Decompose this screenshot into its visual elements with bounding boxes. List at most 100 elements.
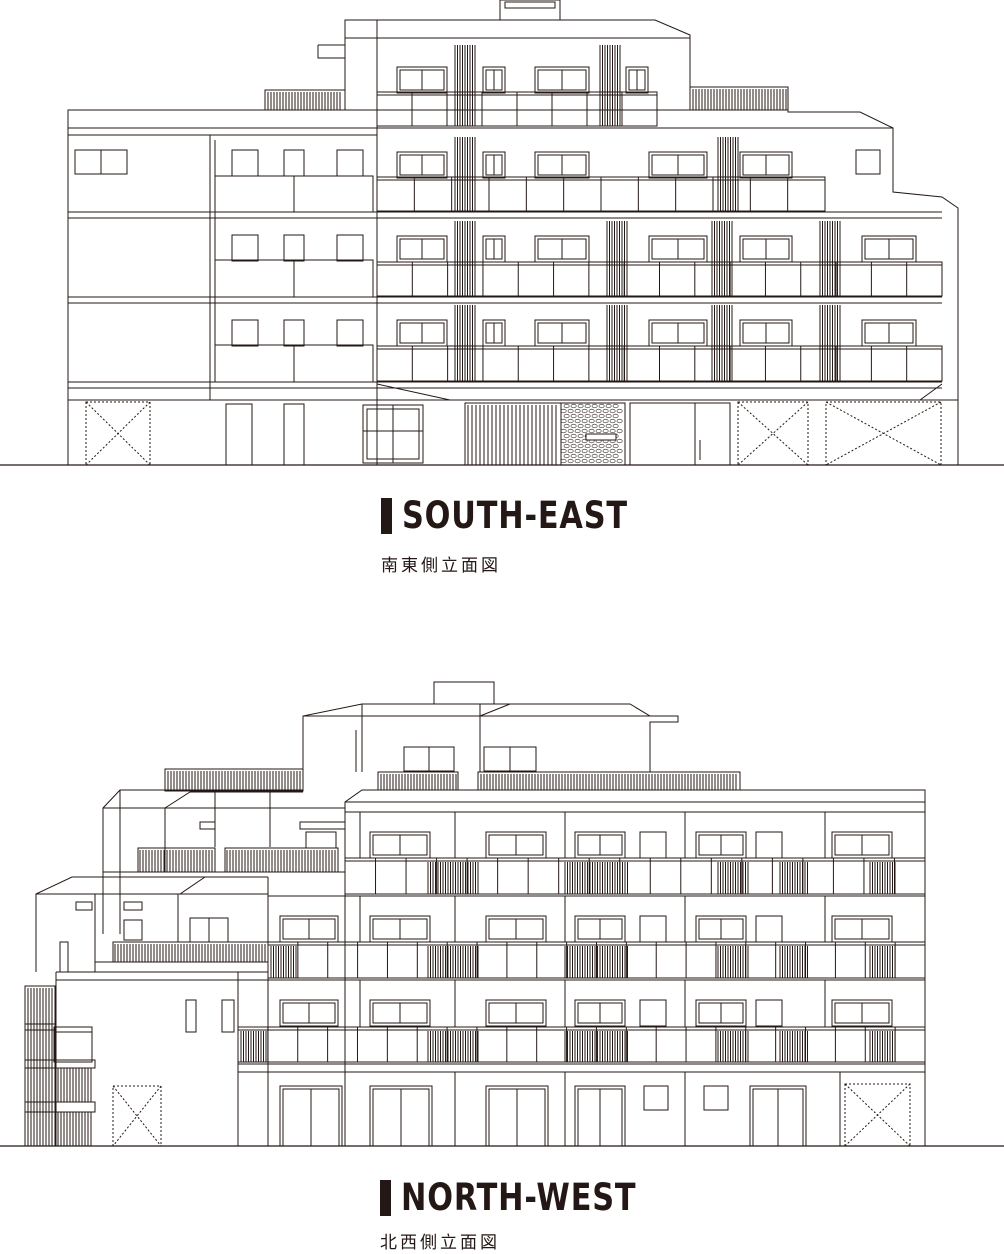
se-stone-pebble <box>564 404 569 408</box>
se-service-box-right <box>826 402 941 465</box>
se-stone-pebble <box>568 439 573 443</box>
se-stone-pebble <box>613 424 618 428</box>
se-stone-pebble <box>599 404 604 408</box>
se-left-window <box>337 320 363 346</box>
se-stone-pebble <box>599 424 604 428</box>
se-stone-pebble <box>589 459 594 463</box>
nw-ground-window <box>644 1086 668 1110</box>
se-stone-pebble <box>564 444 569 448</box>
se-left-units <box>215 150 373 382</box>
se-left-window <box>284 150 304 176</box>
se-window <box>397 152 447 178</box>
se-stone-pebble <box>568 459 573 463</box>
se-ground-floor <box>68 384 958 465</box>
se-stone-pebble <box>606 424 611 428</box>
se-stone-pebble <box>585 454 590 458</box>
se-stone-pebble <box>582 449 587 453</box>
nw-left-louver <box>25 986 95 1146</box>
se-roof-railing-right <box>690 87 788 110</box>
se-stone-pebble <box>564 454 569 458</box>
se-stone-pebble <box>578 434 583 438</box>
se-stone-pebble <box>589 449 594 453</box>
se-stone-pebble <box>610 429 615 433</box>
se-stone-pebble <box>575 429 580 433</box>
se-stone-pebble <box>571 434 576 438</box>
se-stone-pebble <box>578 454 583 458</box>
se-window-small <box>626 67 648 93</box>
se-stone-pebble <box>589 419 594 423</box>
se-stone-pebble <box>603 459 608 463</box>
se-title-bar <box>381 497 392 534</box>
se-stone-pebble <box>561 459 566 463</box>
se-stone-pebble <box>582 419 587 423</box>
se-window-small <box>483 152 505 178</box>
se-stone-pebble <box>606 454 611 458</box>
se-window <box>535 152 589 178</box>
south-east-elevation-drawing <box>0 0 1004 470</box>
se-stone-pebble <box>599 454 604 458</box>
se-penthouse-outline <box>345 20 690 110</box>
nw-roof-railings <box>165 769 740 791</box>
se-stone-pebble <box>603 419 608 423</box>
nw-title-block: NORTH-WEST <box>380 1176 688 1219</box>
se-stone-pebble <box>571 414 576 418</box>
se-stone-pebble <box>606 414 611 418</box>
se-stone-pebble <box>592 404 597 408</box>
se-stone-pebble <box>589 409 594 413</box>
se-stone-pebble <box>561 429 566 433</box>
se-roof-box <box>500 0 560 20</box>
nw-balcony <box>345 858 925 894</box>
se-stone-pebble <box>589 429 594 433</box>
se-stone-pebble <box>592 424 597 428</box>
nw-window-small <box>640 1000 666 1026</box>
se-left-window <box>284 320 304 346</box>
se-stone-pebble <box>564 424 569 428</box>
nw-subtitle: 北西側立面図 <box>380 1233 500 1253</box>
nw-ground-floor <box>113 1072 925 1146</box>
se-stone-pebble <box>571 424 576 428</box>
se-stone-pebble <box>603 429 608 433</box>
se-stone-pebble <box>596 409 601 413</box>
se-left-window <box>284 235 304 261</box>
se-stone-pebble <box>592 454 597 458</box>
se-stone-pebble <box>561 419 566 423</box>
se-stone-pebble <box>617 429 622 433</box>
nw-roof-box <box>434 682 494 704</box>
se-stone-pebble <box>568 429 573 433</box>
se-stone-pebble <box>571 454 576 458</box>
nw-penthouse-outline <box>303 704 678 772</box>
se-stone-pebble <box>610 419 615 423</box>
se-stone-pebble <box>613 414 618 418</box>
nw-window <box>370 1000 430 1026</box>
se-stone-pebble <box>599 444 604 448</box>
se-stone-pebble <box>564 434 569 438</box>
nw-window <box>696 1000 746 1026</box>
nw-window <box>832 1000 892 1026</box>
se-left-window <box>232 235 258 261</box>
nw-window <box>280 1000 338 1026</box>
nw-floor-balconies <box>238 812 925 1064</box>
se-title: SOUTH-EAST <box>402 494 628 537</box>
se-subtitle: 南東側立面図 <box>381 556 501 576</box>
nw-title: NORTH-WEST <box>401 1176 637 1219</box>
se-stone-pebble <box>561 439 566 443</box>
se-stone-pebble <box>613 444 618 448</box>
nw-service-box-right <box>845 1084 910 1146</box>
se-stone-pebble <box>568 409 573 413</box>
se-stone-pebble <box>603 409 608 413</box>
north-west-elevation-drawing <box>0 672 1004 1152</box>
se-tower-balconies <box>377 45 942 381</box>
nw-ground-window <box>704 1086 728 1110</box>
se-stone-pebble <box>610 409 615 413</box>
nw-window <box>486 1000 546 1026</box>
nw-main-outline <box>345 790 925 1146</box>
se-stone-pebble <box>585 404 590 408</box>
se-window <box>535 67 589 93</box>
se-stone-pebble <box>603 449 608 453</box>
se-stone-pebble <box>617 419 622 423</box>
se-stone-pebble <box>578 444 583 448</box>
se-stone-pebble <box>571 444 576 448</box>
se-stone-pebble <box>582 439 587 443</box>
se-stone-pebble <box>582 459 587 463</box>
nw-window <box>575 1000 625 1026</box>
